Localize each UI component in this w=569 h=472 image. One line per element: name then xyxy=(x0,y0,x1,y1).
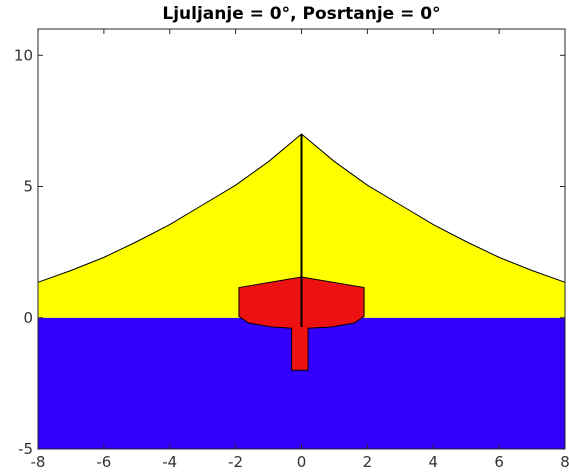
x-tick-label: 4 xyxy=(428,453,438,471)
axes-layer xyxy=(37,28,566,450)
x-tick-label: -6 xyxy=(96,453,111,471)
x-tick-label: 6 xyxy=(494,453,504,471)
tick-labels-layer: -8 -6 -4 -2 0 2 4 6 8 -5 0 5 10 xyxy=(14,46,569,471)
y-tick-label: 10 xyxy=(14,46,33,64)
x-tick-label: 8 xyxy=(560,453,569,471)
water-layer xyxy=(38,317,565,449)
water-area xyxy=(38,317,565,449)
y-tick-label: -5 xyxy=(18,440,33,458)
x-tick-label: -4 xyxy=(162,453,177,471)
x-tick-label: -2 xyxy=(228,453,243,471)
x-tick-label: -8 xyxy=(31,453,46,471)
y-tick-label: 5 xyxy=(23,178,33,196)
x-tick-label: 0 xyxy=(297,453,307,471)
chart-title: Ljuljanje = 0°, Posrtanje = 0° xyxy=(162,4,441,24)
x-tick-label: 2 xyxy=(363,453,373,471)
y-tick-label: 0 xyxy=(23,309,33,327)
